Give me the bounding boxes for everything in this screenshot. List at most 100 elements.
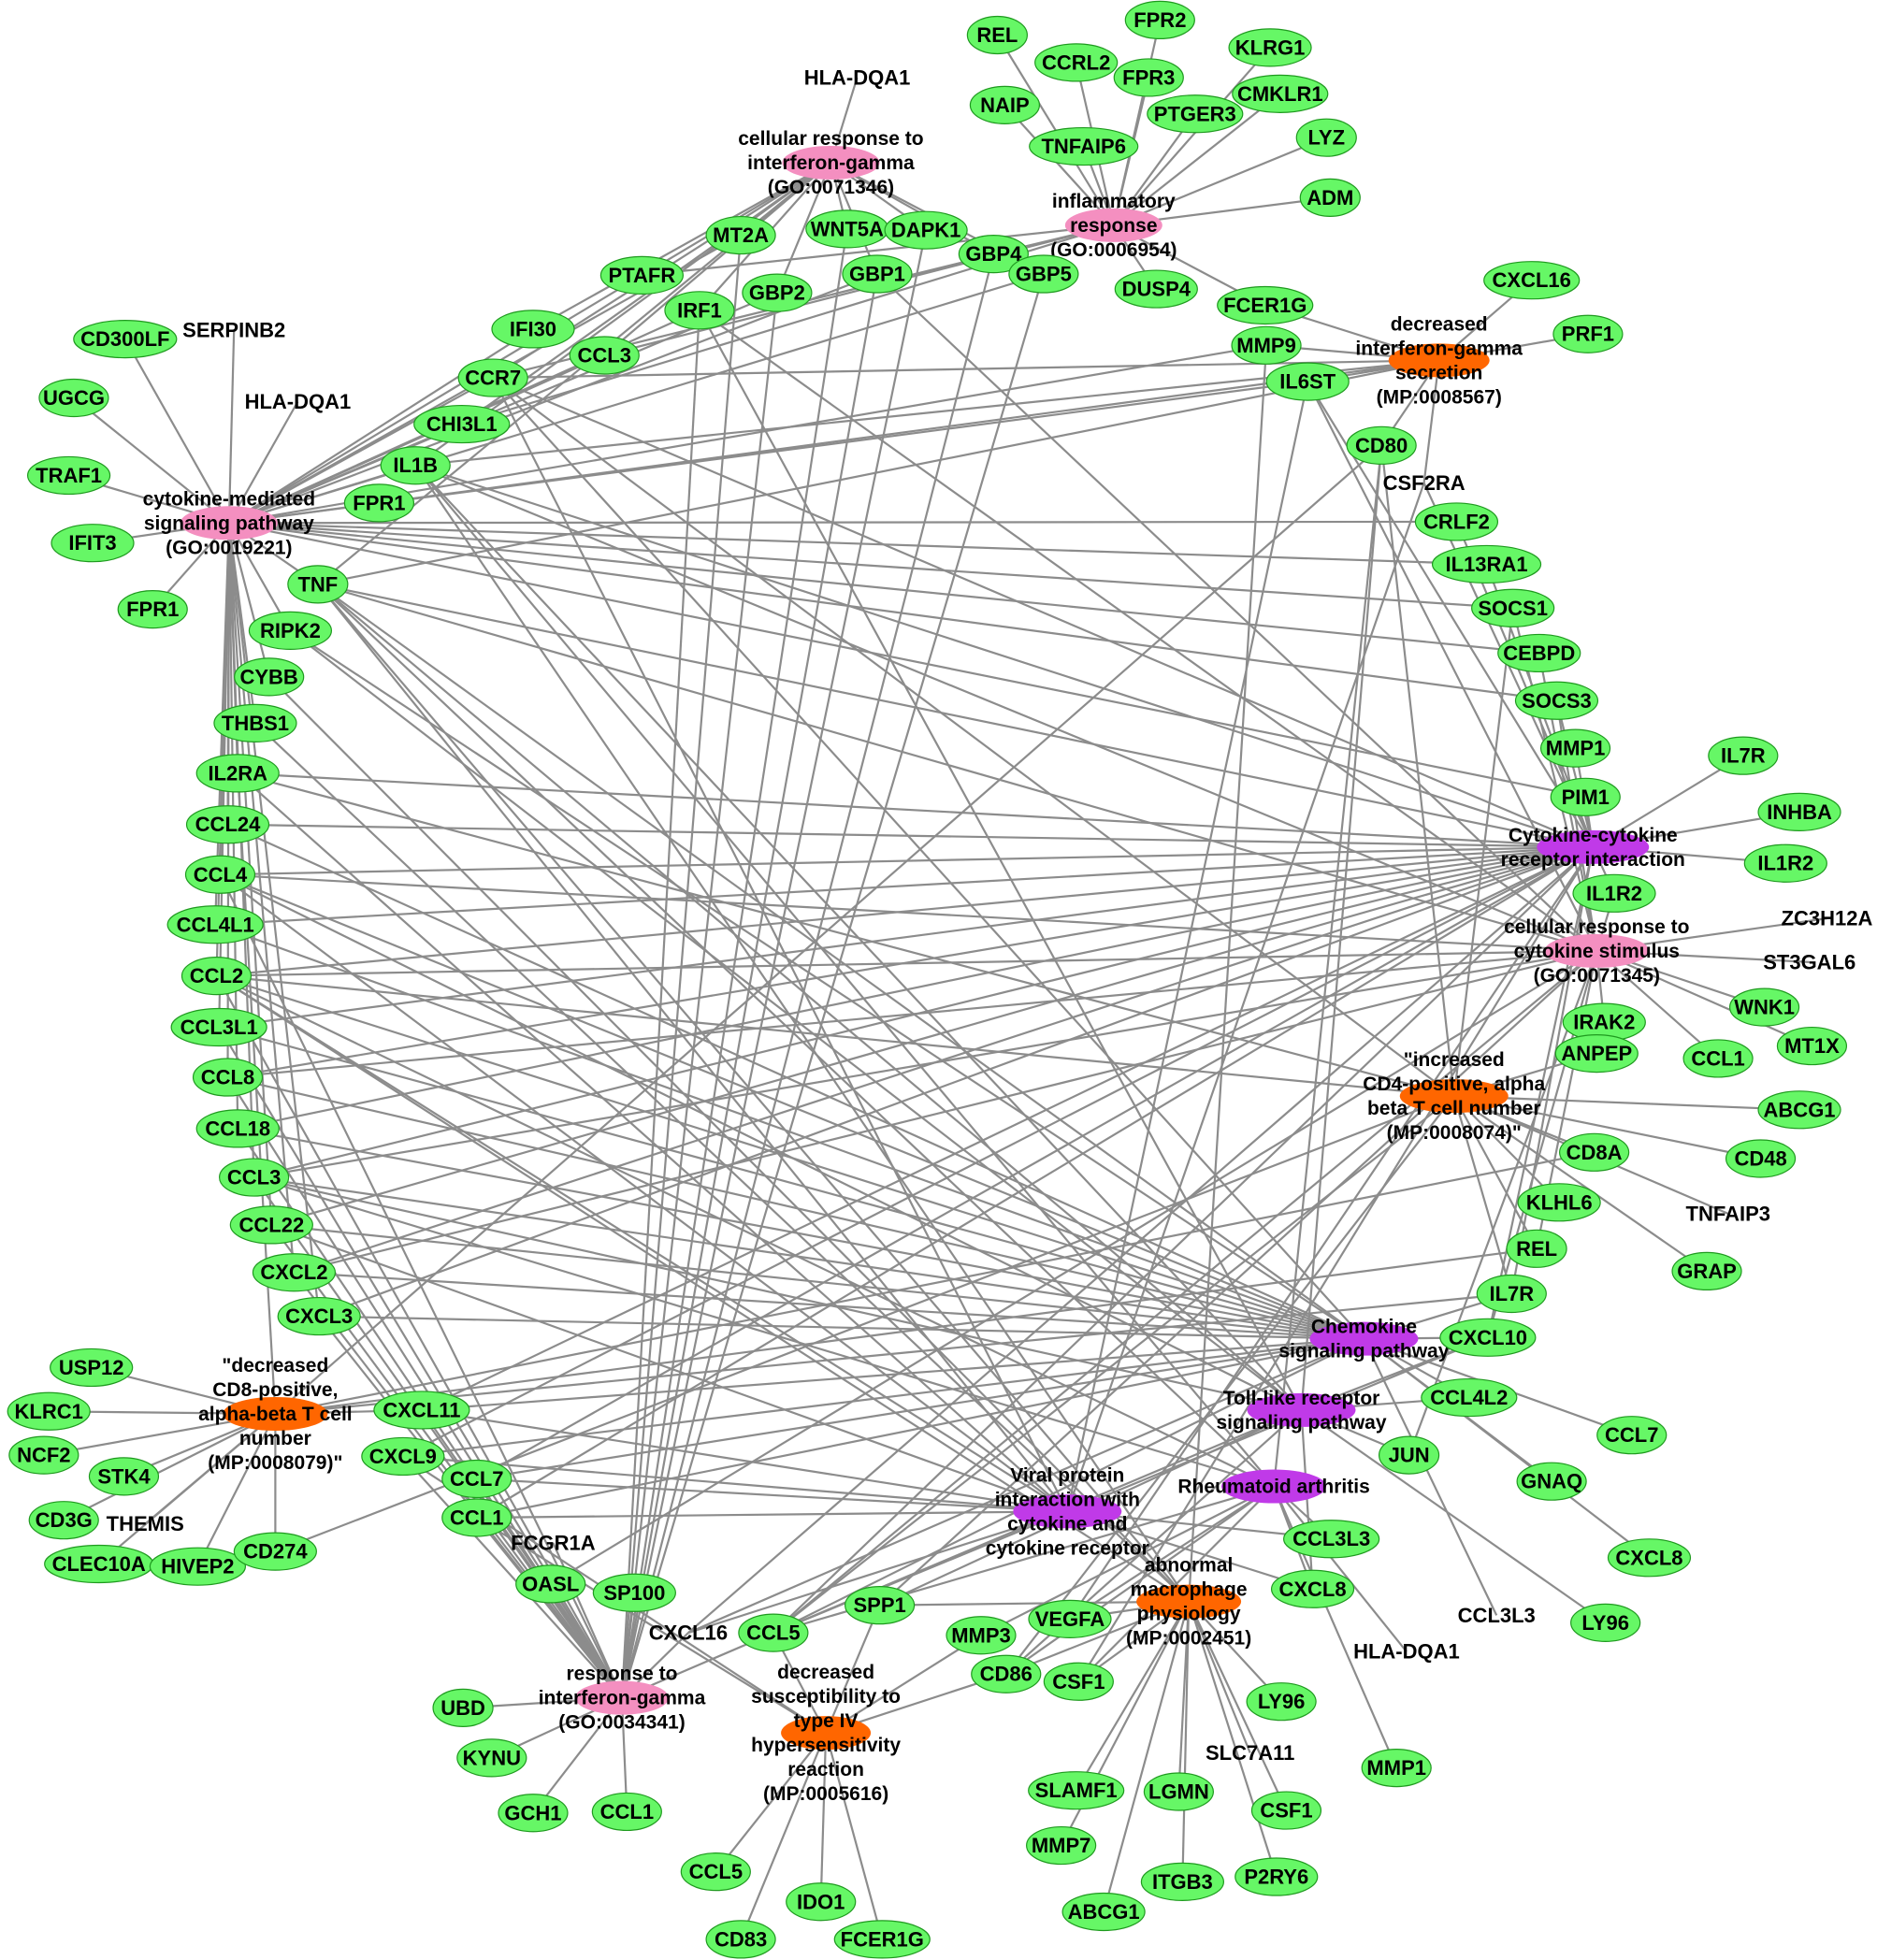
gene-node-cd274[interactable]: CD274 [233, 1532, 317, 1571]
gene-node-stk4[interactable]: STK4 [88, 1457, 160, 1496]
gene-node-csf2ra[interactable]: CSF2RA [1383, 471, 1466, 495]
gene-node-lgmn[interactable]: LGMN [1143, 1772, 1214, 1811]
gene-node-il1r2[interactable]: IL1R2 [1743, 843, 1827, 883]
gene-node-cxcl2[interactable]: CXCL2 [252, 1253, 337, 1292]
hub-node-cellular-response-to-interferon-gamma-go[interactable]: cellular response tointerferon-gamma(GO:… [738, 128, 923, 198]
gene-node-gnaq[interactable]: GNAQ [1516, 1462, 1587, 1501]
gene-node-hla-dqa1[interactable]: HLA-DQA1 [245, 390, 352, 413]
gene-node-naip[interactable]: NAIP [969, 85, 1041, 124]
gene-node-ccl1[interactable]: CCL1 [441, 1498, 513, 1537]
gene-node-il1r2[interactable]: IL1R2 [1572, 873, 1656, 913]
gene-node-ccl22[interactable]: CCL22 [229, 1205, 313, 1245]
gene-node-fcgr1a[interactable]: FCGR1A [511, 1531, 596, 1554]
gene-node-grap[interactable]: GRAP [1671, 1251, 1742, 1291]
gene-node-il13ra1[interactable]: IL13RA1 [1431, 544, 1542, 584]
gene-node-gbp5[interactable]: GBP5 [1008, 254, 1079, 294]
gene-node-kynu[interactable]: KYNU [456, 1738, 527, 1778]
gene-node-mt2a[interactable]: MT2A [705, 215, 776, 255]
gene-node-fpr1[interactable]: FPR1 [117, 590, 188, 629]
gene-node-cd80[interactable]: CD80 [1346, 425, 1417, 465]
gene-node-ripk2[interactable]: RIPK2 [248, 611, 333, 650]
gene-node-ccl1[interactable]: CCL1 [1682, 1039, 1754, 1078]
gene-node-ccl7[interactable]: CCL7 [1596, 1416, 1668, 1455]
gene-node-adm[interactable]: ADM [1299, 178, 1361, 218]
gene-node-inhba[interactable]: INHBA [1757, 792, 1841, 831]
gene-node-cd3g[interactable]: CD3G [28, 1501, 99, 1540]
gene-node-irf1[interactable]: IRF1 [664, 291, 735, 330]
gene-node-fpr3[interactable]: FPR3 [1113, 58, 1184, 97]
gene-node-ccl3l3[interactable]: CCL3L3 [1283, 1520, 1380, 1559]
gene-node-ccl1[interactable]: CCL1 [591, 1792, 662, 1832]
gene-node-ccl3[interactable]: CCL3 [219, 1158, 290, 1197]
gene-node-wnt5a[interactable]: WNT5A [805, 209, 889, 249]
gene-node-cxcl9[interactable]: CXCL9 [361, 1436, 445, 1477]
gene-node-clec10a[interactable]: CLEC10A [44, 1544, 154, 1584]
gene-node-cxcl16[interactable]: CXCL16 [649, 1621, 728, 1645]
gene-node-ly96[interactable]: LY96 [1570, 1603, 1641, 1642]
gene-node-ccl4[interactable]: CCL4 [184, 855, 256, 894]
gene-node-il2ra[interactable]: IL2RA [195, 754, 280, 793]
gene-node-socs1[interactable]: SOCS1 [1471, 588, 1555, 627]
gene-node-dusp4[interactable]: DUSP4 [1114, 269, 1198, 309]
gene-node-ifi30[interactable]: IFI30 [491, 310, 575, 349]
gene-node-oasl[interactable]: OASL [515, 1564, 586, 1604]
gene-node-gbp1[interactable]: GBP1 [842, 254, 913, 294]
gene-node-serpinb2[interactable]: SERPINB2 [182, 319, 285, 342]
gene-node-slamf1[interactable]: SLAMF1 [1028, 1771, 1125, 1810]
gene-node-fcer1g[interactable]: FCER1G [833, 1920, 931, 1959]
gene-node-pim1[interactable]: PIM1 [1550, 777, 1621, 816]
hub-node-decreased-interferon-gamma-secretion-mp-[interactable]: decreasedinterferon-gammasecretion(MP:00… [1355, 313, 1523, 408]
gene-node-hla-dqa1[interactable]: HLA-DQA1 [804, 65, 911, 89]
gene-node-ccl3l1[interactable]: CCL3L1 [170, 1007, 267, 1047]
gene-node-spp1[interactable]: SPP1 [845, 1586, 916, 1625]
gene-node-itgb3[interactable]: ITGB3 [1140, 1862, 1225, 1901]
gene-node-ccl5[interactable]: CCL5 [738, 1613, 809, 1652]
gene-node-cxcl16[interactable]: CXCL16 [1483, 261, 1581, 300]
gene-node-prf1[interactable]: PRF1 [1552, 314, 1624, 353]
gene-node-cxcl3[interactable]: CXCL3 [277, 1296, 361, 1336]
gene-node-cd8a[interactable]: CD8A [1559, 1132, 1630, 1172]
gene-node-thbs1[interactable]: THBS1 [213, 703, 297, 742]
gene-node-cd48[interactable]: CD48 [1725, 1139, 1797, 1178]
gene-node-ccrl2[interactable]: CCRL2 [1034, 43, 1119, 82]
gene-node-dapk1[interactable]: DAPK1 [884, 210, 968, 250]
gene-node-abcg1[interactable]: ABCG1 [1061, 1892, 1146, 1932]
gene-node-ccl2[interactable]: CCL2 [180, 957, 253, 996]
gene-node-ccl3l3[interactable]: CCL3L3 [1458, 1604, 1536, 1627]
gene-node-st3gal6[interactable]: ST3GAL6 [1763, 950, 1855, 973]
gene-node-mmp3[interactable]: MMP3 [946, 1616, 1017, 1655]
gene-node-ccl24[interactable]: CCL24 [185, 805, 270, 844]
gene-node-ncf2[interactable]: NCF2 [8, 1435, 79, 1475]
gene-node-ccl3[interactable]: CCL3 [569, 336, 640, 375]
gene-node-fpr2[interactable]: FPR2 [1124, 0, 1195, 40]
gene-node-themis[interactable]: THEMIS [107, 1512, 184, 1535]
gene-node-csf1[interactable]: CSF1 [1043, 1662, 1114, 1701]
gene-node-abcg1[interactable]: ABCG1 [1757, 1090, 1841, 1130]
gene-node-zc3h12a[interactable]: ZC3H12A [1782, 907, 1873, 930]
gene-node-ccl7[interactable]: CCL7 [441, 1459, 513, 1499]
gene-node-rel[interactable]: REL [966, 15, 1028, 55]
gene-node-tnfaip6[interactable]: TNFAIP6 [1029, 126, 1139, 166]
gene-node-lyz[interactable]: LYZ [1295, 118, 1357, 157]
gene-node-mmp9[interactable]: MMP9 [1231, 325, 1302, 365]
gene-node-mt1x[interactable]: MT1X [1776, 1026, 1848, 1066]
gene-node-klrc1[interactable]: KLRC1 [7, 1391, 91, 1431]
gene-node-fcer1g[interactable]: FCER1G [1217, 285, 1314, 325]
gene-node-mmp7[interactable]: MMP7 [1026, 1825, 1097, 1866]
gene-node-il1b[interactable]: IL1B [380, 446, 451, 485]
gene-node-il6st[interactable]: IL6ST [1265, 362, 1350, 401]
gene-node-cd300lf[interactable]: CD300LF [73, 319, 178, 359]
gene-node-gbp2[interactable]: GBP2 [742, 273, 813, 312]
gene-node-crlf2[interactable]: CRLF2 [1414, 502, 1499, 541]
gene-node-cybb[interactable]: CYBB [234, 657, 305, 697]
gene-node-sp100[interactable]: SP100 [592, 1573, 676, 1612]
gene-node-ifit3[interactable]: IFIT3 [51, 524, 135, 563]
